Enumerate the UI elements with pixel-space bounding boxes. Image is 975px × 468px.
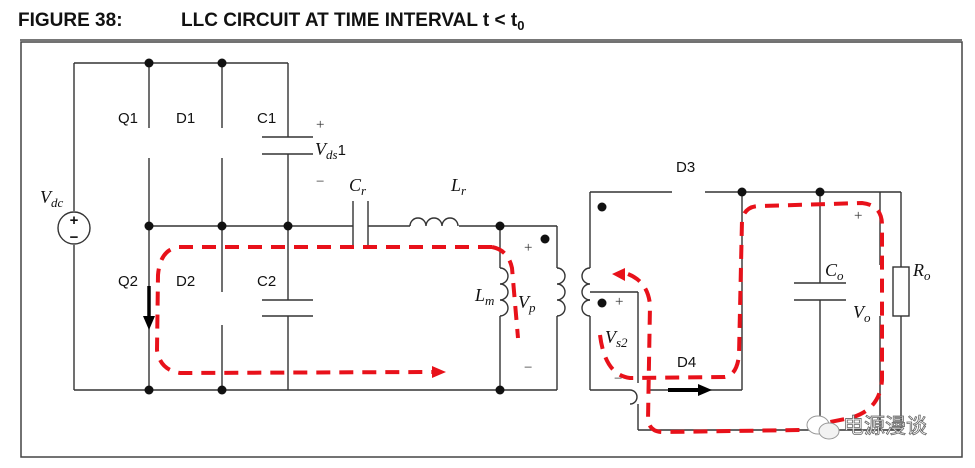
vds1-label: Vds1 <box>315 139 346 162</box>
transformer-secondary <box>581 191 881 431</box>
watermark-text: 电源漫谈 <box>843 414 927 438</box>
ro-label: Ro <box>912 260 931 283</box>
cr-capacitor <box>352 201 369 248</box>
d3-label: D3 <box>676 159 695 176</box>
caption-text: LLC CIRCUIT AT TIME INTERVAL t < t <box>181 10 518 31</box>
vdc-label: Vdc <box>40 187 64 210</box>
d2-label: D2 <box>176 273 195 290</box>
watermark: 电源漫谈 <box>806 414 927 440</box>
figure-frame <box>20 41 963 458</box>
vs2-minus: − <box>614 371 622 387</box>
polarity-dots <box>540 202 607 308</box>
q1-label: Q1 <box>118 110 138 127</box>
c2-label: C2 <box>257 273 276 290</box>
primary-current-path <box>154 245 520 376</box>
cr-label: Cr <box>349 175 367 198</box>
vp-plus: + <box>524 240 532 256</box>
d4-label: D4 <box>677 354 696 371</box>
vdc-source: + − <box>57 211 91 246</box>
lm-label: Lm <box>474 285 494 308</box>
c2-capacitor <box>262 299 313 317</box>
primary-path-arrowhead <box>432 366 446 378</box>
co-capacitor <box>794 282 846 301</box>
vdc-plus-sign: + <box>70 212 79 229</box>
vo-plus: + <box>854 208 862 224</box>
c1-capacitor <box>262 136 313 155</box>
q2-current-arrow <box>143 286 155 330</box>
vdc-minus-sign: − <box>70 229 79 246</box>
d1-label: D1 <box>176 110 195 127</box>
vs2-plus: + <box>615 294 623 310</box>
vds1-plus: + <box>316 117 324 133</box>
co-label: Co <box>825 260 844 283</box>
q2-label: Q2 <box>118 273 138 290</box>
vo-label: Vo <box>853 302 871 325</box>
c1-label: C1 <box>257 110 276 127</box>
figure-number: FIGURE 38: <box>18 10 123 31</box>
ro-resistor <box>892 266 910 317</box>
primary-wires <box>73 62 557 391</box>
figure-title: FIGURE 38: LLC CIRCUIT AT TIME INTERVAL … <box>0 10 975 38</box>
caption-subscript: 0 <box>517 18 525 33</box>
d4-current-arrow <box>668 384 712 396</box>
figure-caption: LLC CIRCUIT AT TIME INTERVAL t < t0 <box>181 10 524 33</box>
lr-inductor <box>409 217 459 227</box>
lr-label: Lr <box>450 175 467 198</box>
vds1-minus: − <box>316 174 324 190</box>
transformer-primary <box>499 226 566 390</box>
junction-dots <box>144 58 825 395</box>
vp-minus: − <box>524 360 532 376</box>
secondary-path-arrowhead <box>612 268 625 281</box>
vs2-label: Vs2 <box>605 327 628 350</box>
ro-wires <box>880 191 902 431</box>
vp-label: Vp <box>518 292 536 315</box>
secondary-current-path <box>598 200 884 435</box>
